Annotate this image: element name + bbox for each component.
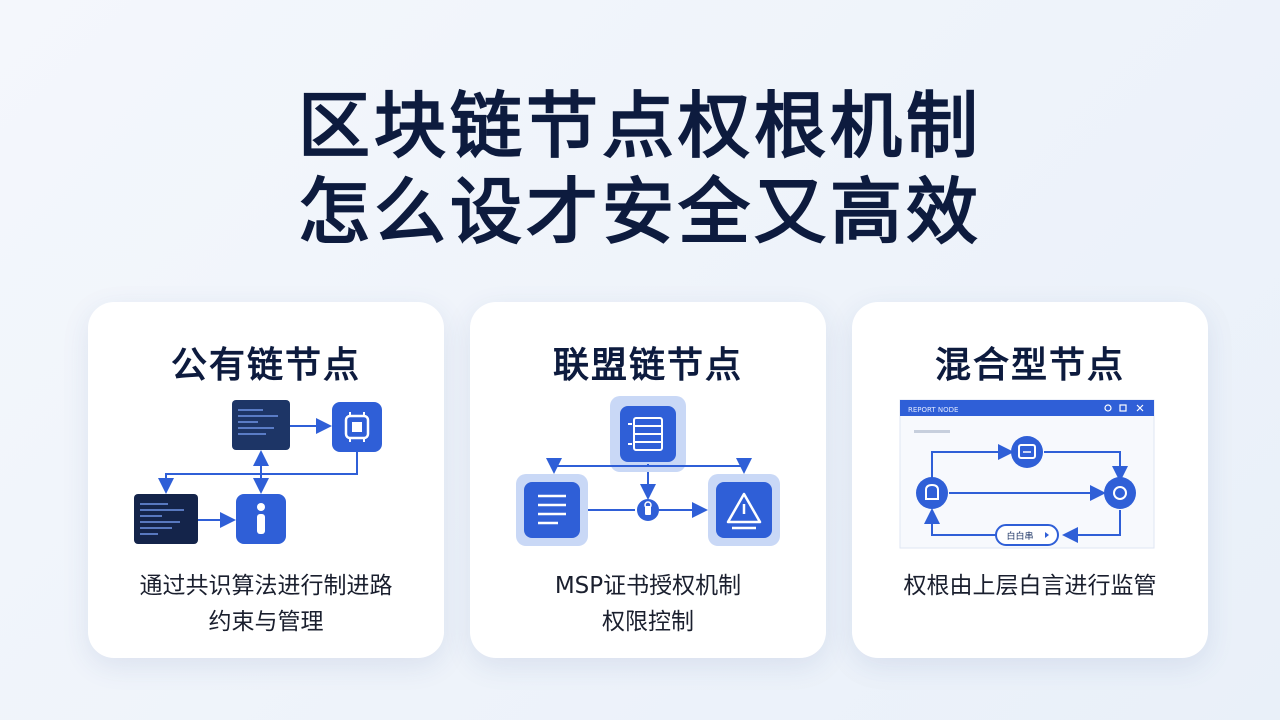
status-pill: 白白串 [995, 524, 1059, 546]
flow-arrows [158, 418, 358, 528]
close-icon [1136, 404, 1144, 412]
hybrid-node-card: 混合型节点 REPORT NODE [852, 302, 1208, 658]
node-right-icon [1104, 477, 1136, 509]
node-left-icon [916, 477, 948, 509]
window-title: REPORT NODE [908, 406, 958, 414]
refresh-icon [1104, 404, 1112, 412]
consortium-chain-card: 联盟链节点 [470, 302, 826, 658]
card-title: 公有链节点 [170, 345, 361, 386]
flow-arrows [546, 458, 752, 518]
desc-line-1: 通过共识算法进行制进路 [139, 573, 393, 599]
maximize-icon [1119, 404, 1127, 412]
chip-icon [332, 402, 382, 452]
terminal-panel-bottom [134, 494, 198, 544]
desc-line-2: 约束与管理 [208, 609, 324, 635]
document-icon [516, 474, 588, 546]
desc-line-1: 权根由上层白言进行监管 [903, 573, 1157, 599]
flow-loop [924, 444, 1128, 543]
warning-icon [708, 474, 780, 546]
info-icon [236, 494, 286, 544]
server-icon [610, 396, 686, 472]
card-description: 权根由上层白言进行监管 [862, 568, 1198, 604]
hybrid-node-diagram: REPORT NODE [899, 399, 1155, 549]
desc-line-2: 权限控制 [602, 609, 694, 635]
mini-app-window: REPORT NODE [899, 399, 1155, 549]
desc-line-1: MSP证书授权机制 [554, 573, 742, 599]
card-description: MSP证书授权机制 权限控制 [480, 568, 816, 640]
title-line-1: 区块链节点权根机制 [297, 84, 982, 168]
card-title: 混合型节点 [934, 345, 1125, 386]
node-top-icon [1011, 436, 1043, 468]
public-chain-diagram [134, 400, 382, 544]
chevron-right-icon [1045, 532, 1049, 538]
consortium-chain-diagram [516, 396, 780, 546]
lock-node-icon [637, 499, 659, 521]
pill-label: 白白串 [1006, 530, 1033, 542]
public-chain-card: 公有链节点 [88, 302, 444, 658]
terminal-panel-top [232, 400, 290, 450]
card-description: 通过共识算法进行制进路 约束与管理 [98, 568, 434, 640]
card-title: 联盟链节点 [552, 345, 743, 386]
title-line-2: 怎么设才安全又高效 [297, 170, 982, 254]
